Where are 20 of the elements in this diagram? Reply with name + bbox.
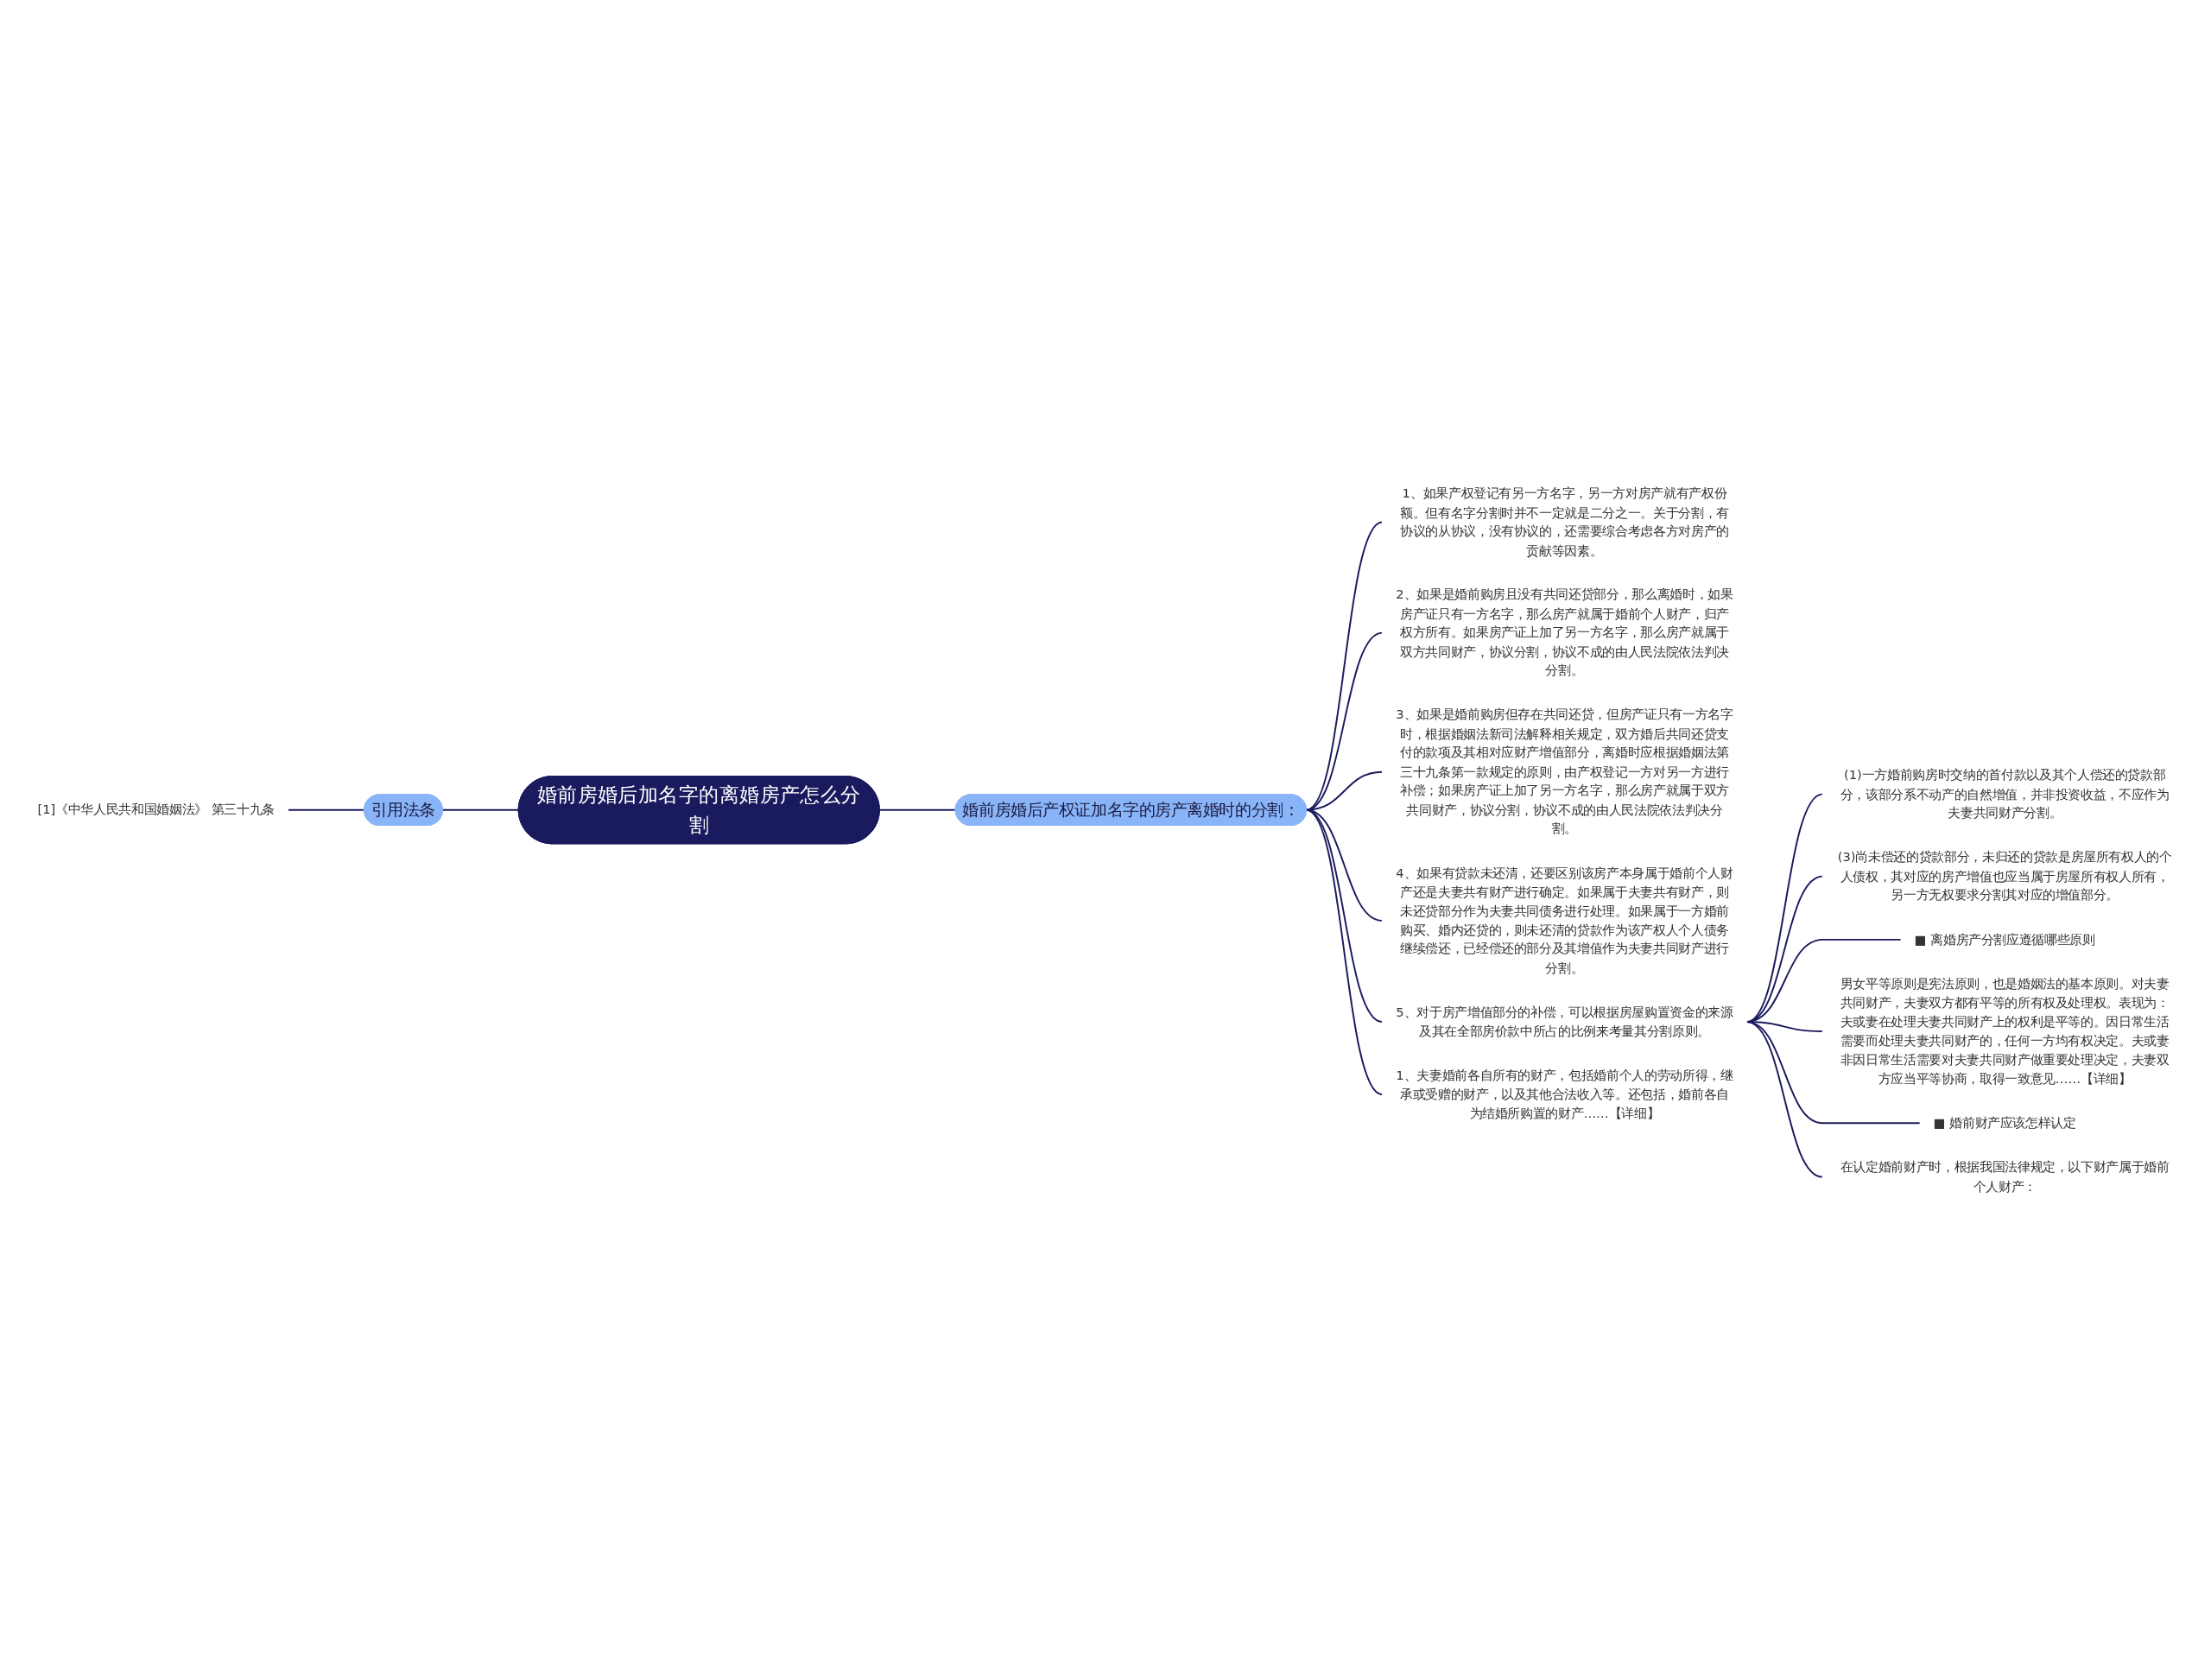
connector	[287, 808, 365, 811]
connector	[1305, 521, 1384, 811]
node-text: ■ 离婚房产分割应遵循哪些原则	[1914, 931, 2095, 948]
node-text: (3)尚未偿还的贷款部分，未归还的贷款是房屋所有权人的个人债权，其对应的房产增值也应当属于房屋所有权人所有，另一方无权要求分割其对应的增值部分。	[1837, 849, 2172, 903]
node-text: [1]《中华人民共和国婚姻法》 第三十九条	[37, 802, 275, 818]
node-text: (1)一方婚前购房时交纳的首付款以及其个人偿还的贷款部分，该部分系不动产的自然增值，并非投资收益，不应作为夫妻共同财产分割。	[1840, 767, 2170, 821]
connector	[1745, 1021, 1824, 1178]
connector	[1305, 631, 1384, 811]
node-text: 3、如果是婚前购房但存在共同还贷，但房产证只有一方名字时，根据婚姻法新司法解释相关规定，双方婚后共同还贷支付的款项及其相对应财产增值部分，离婚时应根据婚姻法第三十九条第一款规定的原则，由产权登记一方对另一方进行补偿；如果房产证上加了另一方名字，那么房产就属于双方共同财产，协议分割，协议不成的由人民法院依法判决分割。	[1396, 707, 1733, 837]
node-text: 4、如果有贷款未还清，还要区别该房产本身属于婚前个人财产还是夫妻共有财产进行确定。如果属于夫妻共有财产，则未还贷部分作为夫妻共同债务进行处理。如果属于一方婚前购买、婚内还贷的，则未还清的贷款作为该产权人个人债务继续偿还，已经偿还的部分及其增值作为夫妻共同财产进行分割。	[1396, 865, 1733, 976]
node-text: 2、如果是婚前购房且没有共同还贷部分，那么离婚时，如果房产证只有一方名字，那么房产就属于婚前个人财产，归产权方所有。如果房产证上加了另一方名字，那么房产就属于双方共同财产，协议分割，协议不成的由人民法院依法判决分割。	[1396, 586, 1733, 679]
node-text: 1、如果产权登记有另一方名字，另一方对房产就有产权份额。但有名字分割时并不一定就是二分之一。关于分割，有协议的从协议，没有协议的，还需要综合考虑各方对房产的贡献等因素。	[1399, 485, 1729, 558]
node-text: 1、夫妻婚前各自所有的财产，包括婚前个人的劳动所得，继承或受赠的财产，以及其他合法收入等。还包括，婚前各自为结婚所购置的财产……【详细】	[1396, 1068, 1733, 1121]
node-text: 在认定婚前财产时，根据我国法律规定，以下财产属于婚前个人财产：	[1840, 1159, 2170, 1195]
node-text: 5、对于房产增值部分的补偿，可以根据房屋购置资金的来源及其在全部房价款中所占的比例来考量其分割原则。	[1396, 1005, 1733, 1039]
connector	[1305, 808, 1384, 1096]
connector	[878, 808, 957, 811]
connector	[441, 808, 520, 811]
node-text: 男女平等原则是宪法原则，也是婚姻法的基本原则。对夫妻共同财产，夫妻双方都有平等的所有权及处理权。表现为：夫或妻在处理夫妻共同财产上的权利是平等的。因日常生活需要而处理夫妻共同财产的，任何一方均有权决定。夫或妻非因日常生活需要对夫妻共同财产做重要处理决定，夫妻双方应当平等协商，取得一致意见……【详细】	[1840, 976, 2170, 1087]
node-text: ■ 婚前财产应该怎样认定	[1933, 1115, 2076, 1131]
